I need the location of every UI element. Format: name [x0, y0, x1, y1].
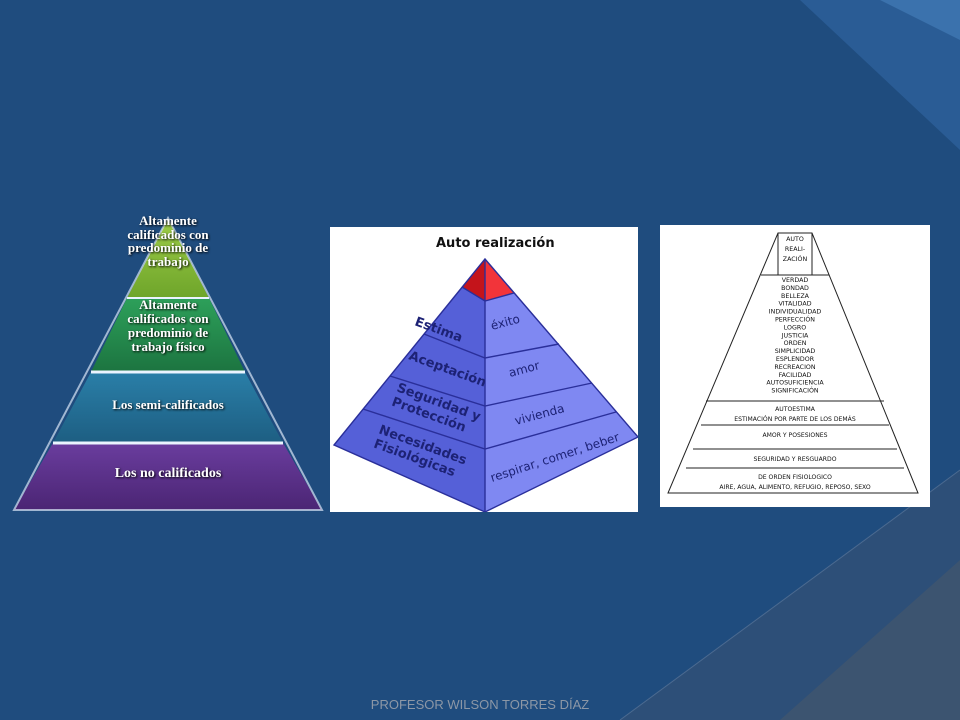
layer-4-shape: [14, 443, 322, 510]
amor-posesiones-label: AMOR Y POSESIONES: [763, 432, 828, 439]
pyramid3-word-14: RECREACION: [774, 364, 816, 371]
right-face: [485, 259, 638, 512]
pyramid3-word-2: ZACIÓN: [783, 254, 808, 263]
footer-professor-name: PROFESOR WILSON TORRES DÍAZ: [370, 697, 590, 712]
layer-3-shape: [53, 372, 283, 443]
seguridad-resguardo-label: SEGURIDAD Y RESGUARDO: [753, 456, 836, 463]
pyramid3-word-9: LOGRO: [784, 324, 806, 331]
qualification-pyramid-shape: [12, 215, 324, 511]
pyramid3-word-13: ESPLENDOR: [776, 356, 815, 363]
maslow-3d-pyramid: Auto realización Estima Aceptación Segur…: [330, 227, 640, 513]
pyramid3-word-17: SIGNIFICACIÓN: [771, 386, 819, 395]
maslow-detailed-pyramid-shape: AUTO REALI-ZACIÓN VERDADBONDADBELLEZAVITAL…: [667, 232, 919, 494]
pyramid3-word-16: AUTOSUFICIENCIA: [766, 380, 824, 387]
fisiologico-line-2: AIRE, AGUA, ALIMENTO, REFUGIO, REPOSO, S…: [719, 484, 870, 491]
pyramid3-word-1: REALI-: [785, 246, 805, 253]
pyramid3-word-0: AUTO: [786, 236, 804, 243]
fisiologico-line-1: DE ORDEN FISIOLOGICO: [758, 474, 832, 481]
auto-realizacion-title: Auto realización: [436, 236, 555, 251]
pyramid3-word-10: JUSTICIA: [781, 332, 809, 339]
pyramid3-word-6: VITALIDAD: [778, 301, 811, 308]
pyramid3-word-3: VERDAD: [782, 277, 809, 284]
pyramid3-word-11: ORDEN: [784, 340, 807, 347]
layer-2-label: Altamente calificados con predominio de …: [127, 297, 209, 354]
layer-2-shape: [91, 298, 245, 372]
layer-1-shape: [127, 218, 209, 298]
autoestima-line-1: AUTOESTIMA: [775, 406, 816, 413]
pyramid3-word-4: BONDAD: [781, 285, 809, 292]
pyramid3-word-8: PERFECCIÓN: [775, 315, 815, 324]
pyramid3-word-15: FACILIDAD: [779, 372, 812, 379]
top-right: [485, 259, 514, 301]
maslow-3d-pyramid-shape: Auto realización Estima Aceptación Segur…: [332, 236, 640, 513]
pyramid3-word-7: INDIVIDUALIDAD: [769, 309, 822, 316]
qualification-pyramid: Altamente calificados con predominio de …: [0, 0, 340, 540]
left-face: [334, 259, 485, 512]
layer-3-label: Los semi-calificados: [112, 397, 224, 412]
pyramid3-word-12: SIMPLICIDAD: [775, 348, 816, 355]
layer-1-label: Altamente calificados con predominio de …: [127, 213, 209, 269]
pyramid3-word-5: BELLEZA: [781, 293, 810, 300]
autoestima-line-2: ESTIMACIÓN POR PARTE DE LOS DEMÁS: [734, 414, 856, 423]
layer-4-label: Los no calificados: [114, 466, 222, 481]
